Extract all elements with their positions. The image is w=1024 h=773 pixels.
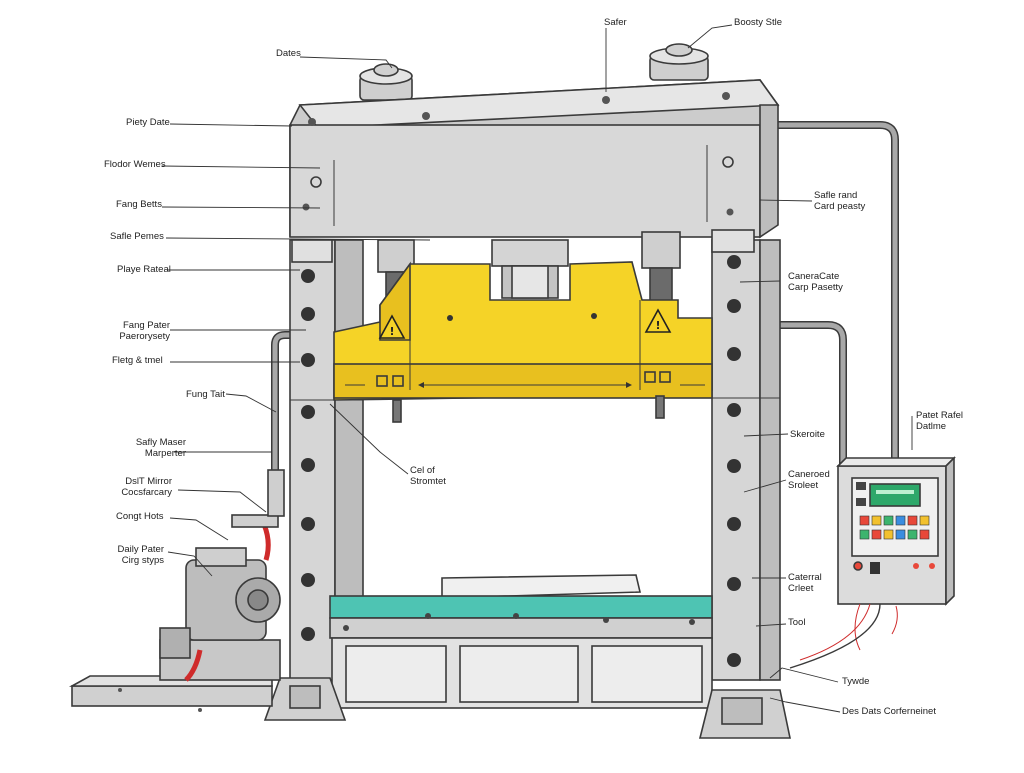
label-tywde: Tywde bbox=[842, 676, 870, 687]
label-cel-of: Cel of Stromtet bbox=[410, 465, 446, 487]
label-fletg-tmel: Fletg & tmel bbox=[112, 355, 163, 366]
control-buttons bbox=[859, 515, 930, 540]
control-button bbox=[895, 529, 906, 540]
label-tool: Tool bbox=[788, 617, 806, 628]
svg-text:!: ! bbox=[655, 319, 660, 332]
warning-triangle-icon: ! bbox=[378, 314, 406, 339]
label-caneroed: Caneroed Sroleet bbox=[788, 469, 830, 491]
svg-text:!: ! bbox=[389, 325, 394, 338]
control-button bbox=[883, 515, 894, 526]
label-safle-pemes: Safle Pemes bbox=[110, 231, 164, 242]
yellow-ram-slide bbox=[333, 261, 713, 423]
top-cylinder-caps bbox=[359, 43, 709, 101]
leader-lines bbox=[161, 24, 913, 713]
label-piety-date: Piety Date bbox=[126, 117, 170, 128]
label-congt-hots: Congt Hots bbox=[116, 511, 164, 522]
label-skeroite: Skeroite bbox=[790, 429, 825, 440]
label-boosty-stle: Boosty Stle bbox=[734, 17, 783, 28]
hydraulic-pipes bbox=[271, 121, 899, 510]
label-safer: Safer bbox=[604, 17, 627, 28]
label-caterral: Caterral Crleet bbox=[788, 572, 822, 594]
top-crown-beam bbox=[289, 79, 780, 239]
label-caneracate: CaneraCate Carp Pasetty bbox=[788, 271, 843, 293]
control-button bbox=[919, 515, 930, 526]
label-dates: Dates bbox=[276, 48, 301, 59]
control-button bbox=[871, 529, 882, 540]
label-des-dats: Des Dats Corferneinet bbox=[842, 706, 936, 717]
control-button bbox=[859, 529, 870, 540]
right-column bbox=[711, 229, 781, 681]
control-button bbox=[859, 515, 870, 526]
label-patet-rafel: Patet Rafel Datlme bbox=[916, 410, 963, 432]
label-dslt-mirror: DslT Mirror Cocsfarcary bbox=[121, 476, 172, 498]
label-fang-betts: Fang Betts bbox=[116, 199, 162, 210]
label-fung-tait: Fung Tait bbox=[186, 389, 225, 400]
control-panel-box bbox=[789, 456, 956, 669]
control-button bbox=[871, 515, 882, 526]
label-fang-pater: Fang Pater Paerorysety bbox=[119, 320, 170, 342]
control-button bbox=[883, 529, 894, 540]
warning-triangle-icon: ! bbox=[644, 308, 672, 333]
label-daily-pater: Daily Pater Cirg styps bbox=[117, 544, 164, 566]
control-button bbox=[907, 515, 918, 526]
control-button bbox=[919, 529, 930, 540]
label-safle-rand: Safle rand Card peasty bbox=[814, 190, 866, 212]
label-flodor-wemes: Flodor Wemes bbox=[104, 159, 166, 170]
label-playe-rateal: Playe Rateal bbox=[117, 264, 171, 275]
hydraulic-pump-unit bbox=[68, 469, 285, 712]
control-button bbox=[907, 529, 918, 540]
control-button bbox=[895, 515, 906, 526]
label-safly-maser: Safly Maser Marperter bbox=[135, 437, 186, 459]
press-bed bbox=[263, 574, 791, 739]
